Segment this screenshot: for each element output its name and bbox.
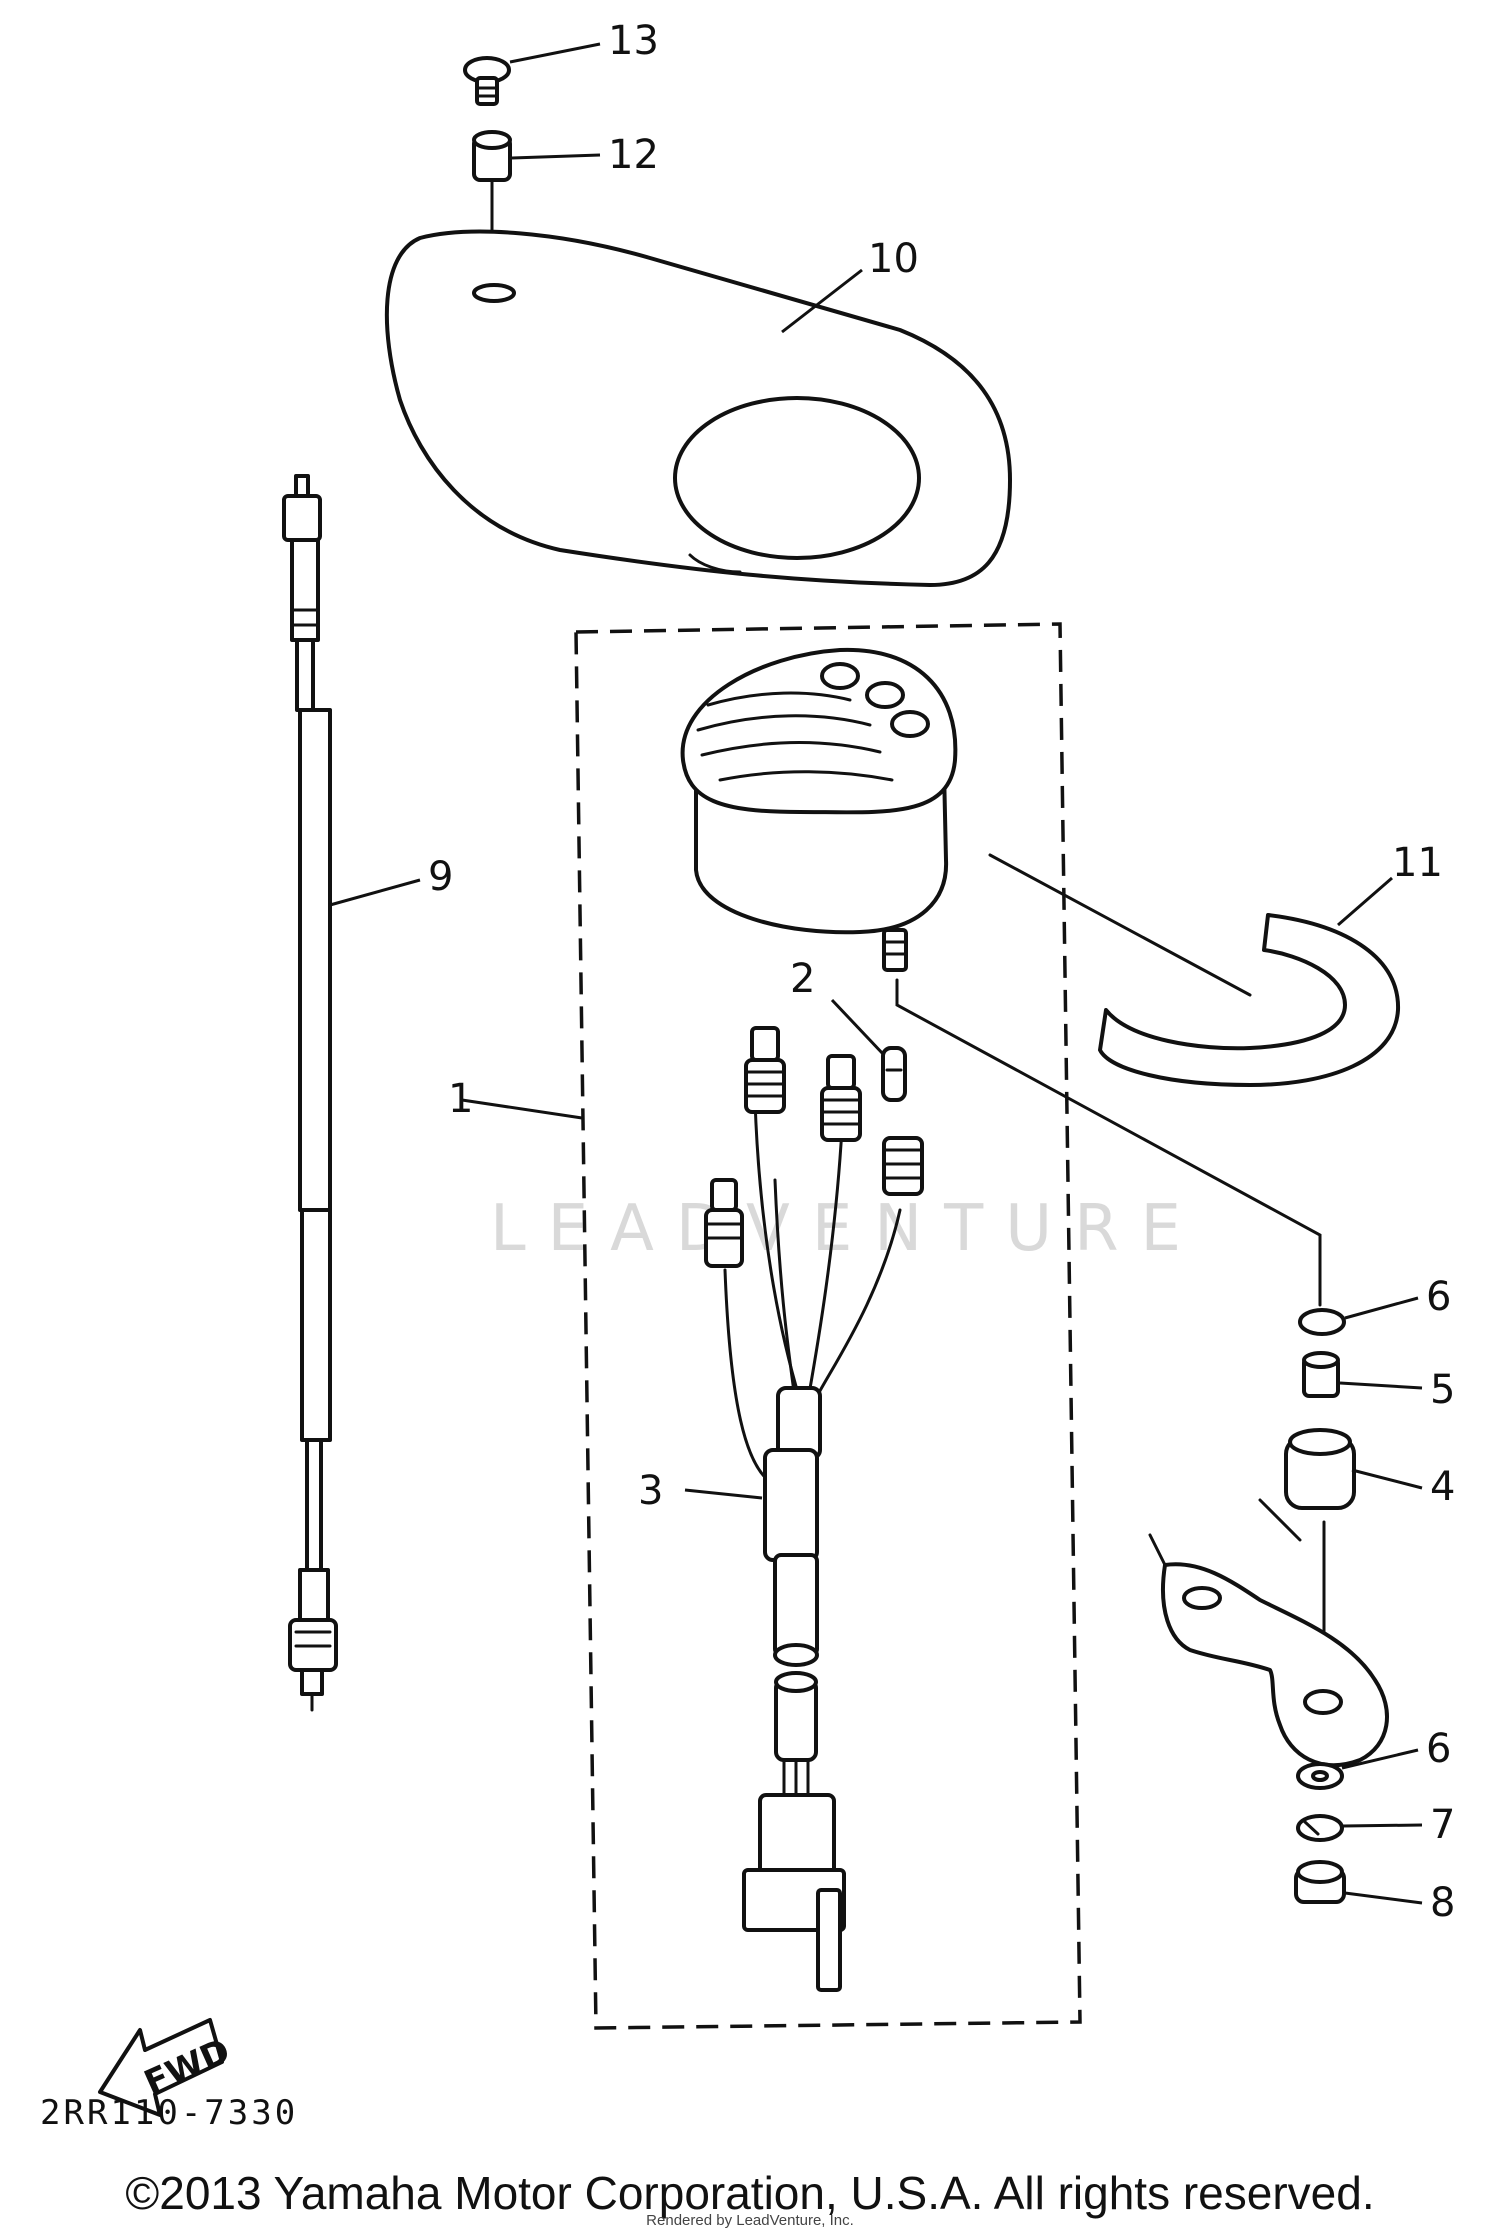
callout-6-lower: 6 — [1426, 1726, 1451, 1772]
callout-1: 1 — [448, 1076, 473, 1122]
leader-1 — [461, 1098, 583, 1120]
callout-12: 12 — [608, 132, 659, 178]
part-4-grommet — [1284, 1428, 1356, 1510]
leader-10 — [781, 268, 863, 334]
callout-2: 2 — [790, 956, 815, 1002]
part-3-wire-harness — [704, 1026, 924, 1992]
leader-2 — [830, 998, 886, 1057]
leader-13 — [509, 42, 601, 64]
part-12-collar — [472, 130, 512, 182]
watermark-text: LEADVENTURE — [490, 1192, 1203, 1266]
diagram-code: 2RR110-7330 — [40, 2093, 298, 2133]
part-1-speedometer-body — [680, 647, 958, 972]
leader-8 — [1344, 1891, 1423, 1905]
callout-3: 3 — [638, 1468, 663, 1514]
callout-7: 7 — [1430, 1802, 1455, 1848]
part-7-lock-washer — [1296, 1814, 1344, 1842]
part-6-washer-upper — [1298, 1308, 1346, 1336]
assembly-line-stud — [895, 978, 1322, 1307]
part-11-meter-band — [1098, 913, 1401, 1087]
part-1-assembly-boundary — [574, 622, 1082, 2030]
part-5-collar — [1302, 1351, 1340, 1398]
copyright-notice: ©2013 Yamaha Motor Corporation, U.S.A. A… — [125, 2167, 1375, 2219]
leader-4 — [1351, 1468, 1423, 1490]
callout-5: 5 — [1430, 1367, 1455, 1413]
leader-6b — [1341, 1748, 1419, 1770]
callout-13: 13 — [608, 18, 659, 64]
leader-5 — [1339, 1381, 1423, 1390]
part-10-meter-cover — [384, 229, 1012, 587]
leader-7 — [1342, 1823, 1423, 1828]
part-9-speedometer-cable — [282, 474, 338, 1712]
leader-11 — [1337, 876, 1393, 927]
callout-9: 9 — [428, 854, 453, 900]
leader-9 — [329, 878, 421, 907]
callout-11: 11 — [1392, 840, 1443, 886]
assembly-line-band — [988, 853, 1252, 997]
leader-3 — [684, 1488, 763, 1500]
callout-4: 4 — [1430, 1464, 1455, 1510]
callout-6-upper: 6 — [1426, 1274, 1451, 1320]
leader-6a — [1344, 1296, 1419, 1320]
rendered-by-note: Rendered by LeadVenture, Inc. — [646, 2212, 854, 2229]
callout-10: 10 — [868, 236, 919, 282]
part-6-washer-lower — [1296, 1762, 1344, 1790]
part-8-nut — [1294, 1860, 1346, 1904]
leader-12 — [511, 153, 601, 160]
callout-8: 8 — [1430, 1880, 1455, 1926]
part-2-bulb — [881, 1046, 907, 1102]
part-13-screw — [463, 56, 511, 106]
meter-bracket — [1148, 1498, 1389, 1767]
